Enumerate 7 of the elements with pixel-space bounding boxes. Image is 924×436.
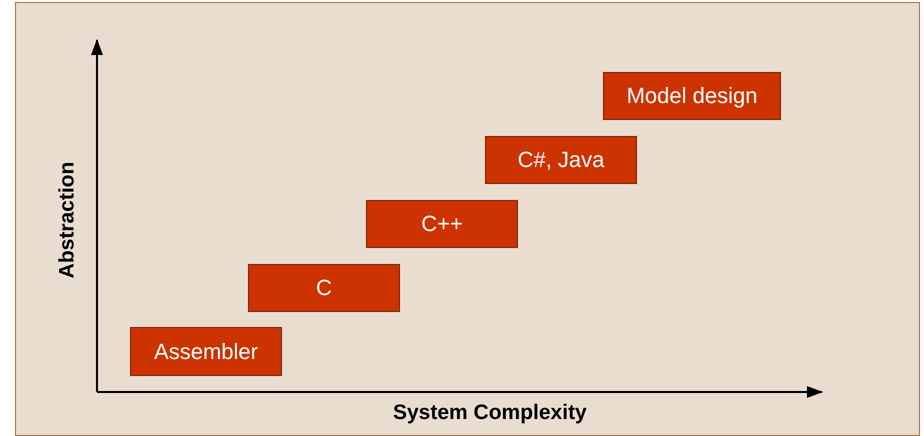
language-box: Assembler — [130, 327, 282, 376]
language-box: C#, Java — [485, 136, 637, 184]
language-box: C — [248, 264, 400, 312]
language-box: C++ — [366, 200, 518, 248]
language-box: Model design — [603, 72, 781, 120]
axis-title: Abstraction — [54, 162, 79, 278]
axis-title: System Complexity — [393, 401, 587, 425]
